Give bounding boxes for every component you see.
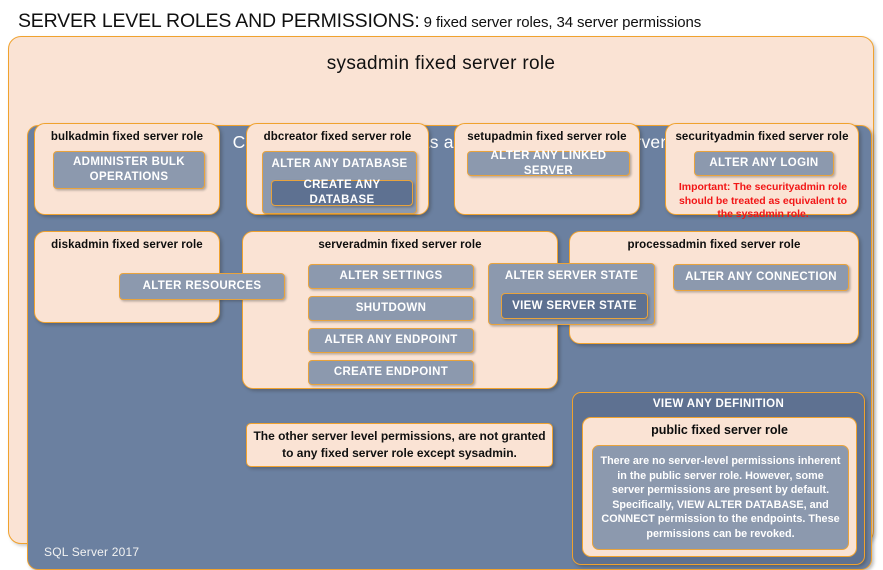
- securityadmin-warning-text: Important: The securityadmin role should…: [678, 181, 848, 220]
- permission-alter-any-database-label: ALTER ANY DATABASE: [271, 158, 408, 170]
- permission-alter-any-linked-server[interactable]: ALTER ANY LINKED SERVER: [467, 150, 630, 177]
- permission-alter-any-connection[interactable]: ALTER ANY CONNECTION: [673, 264, 849, 291]
- permission-view-any-definition[interactable]: VIEW ANY DEFINITION public fixed server …: [572, 392, 865, 565]
- permission-create-endpoint[interactable]: CREATE ENDPOINT: [308, 360, 474, 385]
- permission-create-any-database[interactable]: CREATE ANY DATABASE: [271, 179, 413, 206]
- permission-view-server-state[interactable]: VIEW SERVER STATE: [501, 293, 648, 319]
- setupadmin-role-card: setupadmin fixed server role ALTER ANY L…: [454, 123, 640, 215]
- permission-alter-any-endpoint[interactable]: ALTER ANY ENDPOINT: [308, 328, 474, 353]
- processadmin-role-label: processadmin fixed server role: [627, 239, 801, 251]
- bulkadmin-role-label: bulkadmin fixed server role: [50, 131, 204, 143]
- permission-alter-resources[interactable]: ALTER RESOURCES: [119, 273, 285, 300]
- public-role-label: public fixed server role: [651, 423, 788, 437]
- securityadmin-role-card: securityadmin fixed server role ALTER AN…: [665, 123, 859, 220]
- public-role-description: There are no server-level permissions in…: [592, 445, 849, 550]
- permission-administer-bulk-operations[interactable]: ADMINISTER BULK OPERATIONS: [53, 151, 205, 189]
- permission-shutdown[interactable]: SHUTDOWN: [308, 296, 474, 321]
- processadmin-role-card: processadmin fixed server role ALTER ANY…: [569, 231, 859, 344]
- securityadmin-role-label: securityadmin fixed server role: [675, 131, 849, 143]
- page-title-subtitle: 9 fixed server roles, 34 server permissi…: [419, 14, 702, 31]
- serveradmin-role-card: serveradmin fixed server role ALTER SETT…: [242, 231, 558, 389]
- permission-view-any-definition-label: VIEW ANY DEFINITION: [652, 398, 785, 410]
- sysadmin-role-label: sysadmin fixed server role: [326, 53, 556, 74]
- serveradmin-role-label: serveradmin fixed server role: [318, 239, 482, 251]
- page-title: SERVER LEVEL ROLES AND PERMISSIONS: 9 fi…: [18, 8, 868, 34]
- permission-alter-server-state-label: ALTER SERVER STATE: [504, 270, 639, 282]
- setupadmin-role-label: setupadmin fixed server role: [467, 131, 627, 143]
- sysadmin-role-card: sysadmin fixed server role CONTROL SERVE…: [8, 36, 874, 570]
- dbcreator-role-card: dbcreator fixed server role ALTER ANY DA…: [246, 123, 429, 215]
- dbcreator-role-label: dbcreator fixed server role: [263, 131, 412, 143]
- footer-version-label: SQL Server 2017: [44, 545, 140, 559]
- public-role-card: public fixed server role There are no se…: [582, 417, 857, 557]
- other-permissions-note: The other server level permissions, are …: [246, 423, 553, 467]
- permission-alter-settings[interactable]: ALTER SETTINGS: [308, 264, 474, 289]
- permission-alter-any-login[interactable]: ALTER ANY LOGIN: [694, 151, 834, 176]
- page-title-main: SERVER LEVEL ROLES AND PERMISSIONS:: [18, 10, 420, 32]
- diskadmin-role-label: diskadmin fixed server role: [51, 239, 203, 251]
- bulkadmin-role-card: bulkadmin fixed server role ADMINISTER B…: [34, 123, 220, 215]
